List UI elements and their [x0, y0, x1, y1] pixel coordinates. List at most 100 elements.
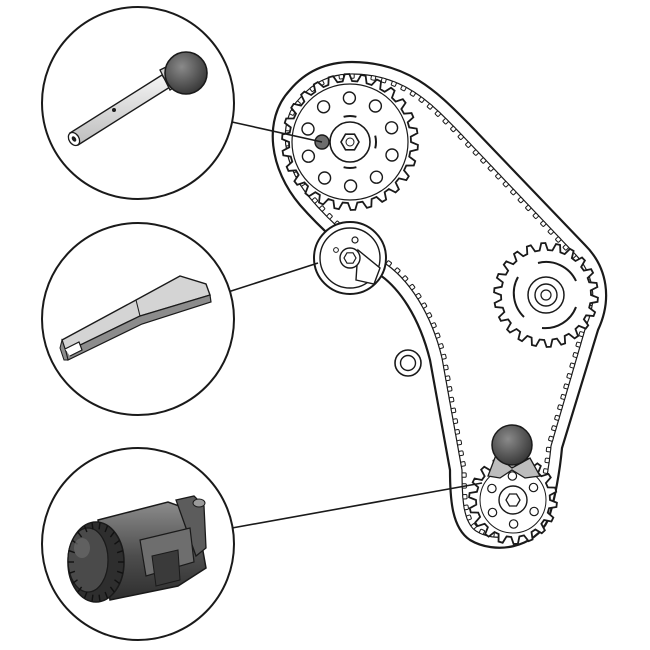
belt-tooth [444, 375, 451, 382]
leader-line-crank-tool [231, 482, 483, 529]
gear-hole [301, 149, 316, 163]
belt-tooth [495, 173, 502, 180]
water-pump-sprocket [493, 242, 599, 348]
belt-tooth [326, 213, 333, 220]
leader-line-plate [227, 262, 319, 293]
tensioner-arm [355, 248, 381, 285]
plate-fork-notch [64, 341, 83, 357]
belt-tooth [370, 75, 377, 81]
tool-knurling [68, 522, 124, 602]
knurl-line [114, 539, 121, 545]
pin-handle-ball [164, 51, 208, 95]
knurl-line [77, 586, 83, 593]
belt-tooth [465, 141, 472, 148]
water-pump-slot [512, 276, 525, 318]
belt-tooth [532, 212, 539, 219]
plate-end-face [59, 338, 69, 361]
water-pump-hub-ring [534, 283, 558, 307]
hub-slot [374, 135, 377, 149]
belt-tooth [461, 472, 467, 478]
belt-tooth [560, 393, 567, 400]
belt-tooth [452, 418, 459, 425]
knurl-line [116, 550, 124, 554]
knurl-line [98, 594, 101, 602]
gear-hole [487, 507, 498, 518]
belt-tooth [575, 341, 582, 348]
hub-slot [343, 115, 357, 118]
belt-tooth [472, 149, 479, 156]
crankshaft-locking-knob-icon [491, 424, 533, 466]
belt-tooth [463, 504, 469, 511]
belt-tooth [402, 275, 409, 282]
tensioner-bolt-icon [343, 252, 357, 264]
gear-hole [385, 148, 399, 162]
belt-tooth [430, 322, 437, 329]
gear-hole [316, 100, 331, 114]
gear-hole [508, 519, 519, 529]
belt-tooth [465, 514, 472, 521]
belt-tooth [319, 205, 326, 212]
gear-hole [369, 170, 384, 184]
callout-tensioner-locking-plate [41, 222, 235, 416]
gear-hole [487, 483, 497, 494]
tool-slot [151, 549, 181, 587]
tool-shank-end [192, 498, 206, 508]
crankshaft-gear-holes [487, 471, 539, 529]
camshaft-gear-holes [301, 91, 399, 193]
belt-tooth [578, 331, 585, 338]
belt-tooth [421, 302, 428, 309]
knurl-line [109, 531, 115, 538]
gear-hole [343, 179, 358, 193]
tool-knob-highlight [74, 538, 90, 558]
belt-tooth [569, 362, 576, 369]
belt-tooth [542, 468, 549, 474]
belt-teeth [284, 73, 594, 538]
belt-tooth [480, 157, 487, 164]
belt-tooth [434, 332, 441, 339]
belt-tooth [448, 396, 455, 403]
gear-hole [342, 91, 357, 105]
knurl-line [109, 586, 115, 593]
knurl-line [104, 525, 109, 533]
gear-hole [529, 506, 539, 517]
belt-tooth [450, 125, 457, 133]
belt-tooth [544, 457, 550, 464]
belt-tooth [390, 80, 397, 87]
crankshaft-sprocket [468, 455, 558, 545]
camshaft-bolt-center [345, 137, 355, 147]
belt-tooth [311, 197, 319, 204]
belt-tooth [442, 118, 449, 125]
belt-tooth [548, 435, 554, 442]
belt-tooth [456, 439, 463, 446]
belt-tooth [510, 189, 517, 196]
belt-tooth [400, 85, 407, 92]
belt-tooth [458, 450, 464, 457]
pin-tool-icon [67, 51, 208, 147]
knurl-line [91, 522, 94, 530]
tensioner-hole [333, 247, 339, 253]
knurl-line [91, 594, 94, 602]
water-pump-slot [537, 261, 577, 282]
belt-tooth [394, 267, 401, 274]
camshaft-bolt-icon [340, 133, 360, 151]
belt-tooth [517, 196, 524, 204]
callout-leader-lines [227, 121, 483, 529]
belt-tooth [454, 428, 461, 435]
belt-tooth [385, 260, 392, 267]
tensioner-mark-icon [351, 236, 359, 244]
belt-tooth [426, 312, 433, 319]
knurl-line [83, 525, 88, 533]
pin-cross-hole [112, 108, 116, 112]
gear-hole [301, 122, 315, 136]
belt-tooth [415, 292, 422, 300]
belt-tooth [502, 181, 509, 188]
gear-hole [384, 121, 399, 135]
knurl-line [116, 570, 124, 574]
knurl-line [98, 522, 101, 530]
belt-tooth [563, 383, 570, 390]
plate-bend-line [135, 299, 141, 317]
belt-tooth [545, 446, 552, 453]
belt-tooth [572, 352, 579, 358]
callout-camshaft-locking-pin [41, 6, 235, 200]
